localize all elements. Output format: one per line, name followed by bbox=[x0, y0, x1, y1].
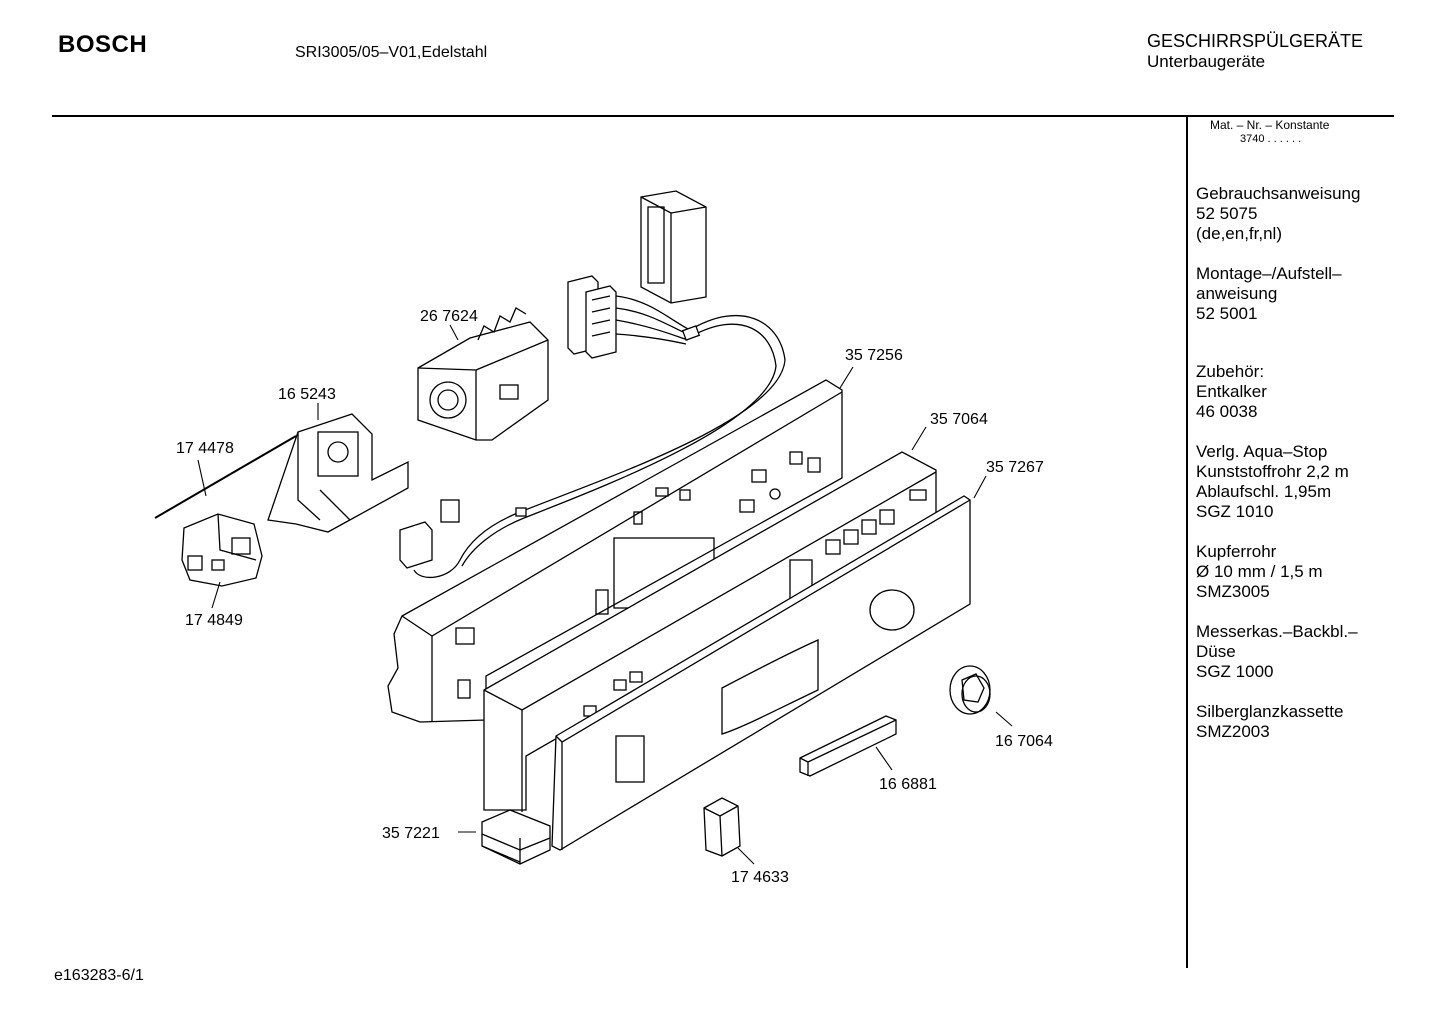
sidebar-line: Ø 10 mm / 1,5 m bbox=[1196, 562, 1323, 581]
sidebar-line: Montage–/Aufstell– bbox=[1196, 264, 1342, 283]
category-title: GESCHIRRSPÜLGERÄTE bbox=[1147, 31, 1364, 51]
sidebar-section-nozzle: Messerkas.–Backbl.– Düse SGZ 1000 bbox=[1196, 622, 1392, 682]
sidebar-line: Zubehör: bbox=[1196, 362, 1265, 381]
sidebar-section-installation: Montage–/Aufstell– anweisung 52 5001 bbox=[1196, 264, 1392, 324]
sidebar-line: (de,en,fr,nl) bbox=[1196, 224, 1282, 243]
sidebar: Mat. – Nr. – Konstante 3740 . . . . . . … bbox=[1196, 118, 1392, 742]
sidebar-line: Düse bbox=[1196, 642, 1236, 661]
category-subtitle: Unterbaugeräte bbox=[1147, 52, 1266, 71]
label-165243: 16 5243 bbox=[278, 386, 336, 403]
label-174478: 17 4478 bbox=[176, 440, 234, 457]
part-rod bbox=[154, 435, 297, 519]
label-357267: 35 7267 bbox=[986, 459, 1044, 476]
mat-number-value: 3740 . . . . . . bbox=[1240, 133, 1302, 145]
sidebar-line: 52 5001 bbox=[1196, 304, 1258, 323]
part-switch bbox=[181, 513, 263, 587]
label-357256: 35 7256 bbox=[845, 347, 903, 364]
part-push-buttons bbox=[481, 809, 551, 865]
part-clip bbox=[703, 797, 741, 857]
label-267624: 26 7624 bbox=[420, 308, 478, 325]
sidebar-line: SGZ 1000 bbox=[1196, 662, 1274, 681]
label-174633: 17 4633 bbox=[731, 869, 789, 886]
sidebar-section-silver-cassette: Silberglanzkassette SMZ2003 bbox=[1196, 702, 1392, 742]
sidebar-line: Ablaufschl. 1,95m bbox=[1196, 482, 1332, 501]
sidebar-line: 46 0038 bbox=[1196, 402, 1258, 421]
sidebar-line: Kunststoffrohr 2,2 m bbox=[1196, 462, 1349, 481]
label-357221: 35 7221 bbox=[382, 825, 440, 842]
sidebar-section-copper-pipe: Kupferrohr Ø 10 mm / 1,5 m SMZ3005 bbox=[1196, 542, 1392, 602]
sidebar-line: Verlg. Aqua–Stop bbox=[1196, 442, 1328, 461]
sidebar-divider bbox=[1186, 116, 1188, 968]
document-id: e163283-6/1 bbox=[54, 967, 144, 984]
brand-logo: BOSCH bbox=[58, 31, 148, 58]
sidebar-line: Gebrauchsanweisung bbox=[1196, 184, 1361, 203]
sidebar-line: SMZ2003 bbox=[1196, 722, 1270, 741]
part-wire-harness bbox=[399, 275, 786, 579]
label-357064: 35 7064 bbox=[930, 411, 988, 428]
exploded-parts-diagram: 26 7624 16 5243 17 4478 17 4849 35 7256 … bbox=[154, 190, 1053, 886]
part-knob bbox=[949, 665, 991, 715]
part-bracket bbox=[267, 413, 409, 533]
model-number: SRI3005/05–V01,Edelstahl bbox=[295, 44, 488, 61]
sidebar-line: 52 5075 bbox=[1196, 204, 1258, 223]
sidebar-line: Entkalker bbox=[1196, 382, 1267, 401]
mat-number-header: Mat. – Nr. – Konstante bbox=[1210, 118, 1330, 132]
sidebar-section-accessories: Zubehör: Entkalker 46 0038 bbox=[1196, 362, 1392, 422]
sidebar-section-manual: Gebrauchsanweisung 52 5075 (de,en,fr,nl) bbox=[1196, 184, 1392, 244]
sidebar-line: SMZ3005 bbox=[1196, 582, 1270, 601]
sidebar-line: SGZ 1010 bbox=[1196, 502, 1274, 521]
label-174849: 17 4849 bbox=[185, 612, 243, 629]
label-166881: 16 6881 bbox=[879, 776, 937, 793]
header-divider bbox=[52, 115, 1394, 117]
sidebar-line: anweisung bbox=[1196, 284, 1278, 303]
part-cover-box bbox=[640, 190, 707, 304]
sidebar-section-aquastop: Verlg. Aqua–Stop Kunststoffrohr 2,2 m Ab… bbox=[1196, 442, 1392, 522]
sidebar-line: Messerkas.–Backbl.– bbox=[1196, 622, 1358, 641]
label-167064: 16 7064 bbox=[995, 733, 1053, 750]
part-programme-selector bbox=[417, 307, 549, 441]
sidebar-line: Silberglanzkassette bbox=[1196, 702, 1344, 721]
sidebar-line: Kupferrohr bbox=[1196, 542, 1277, 561]
part-trim-strip bbox=[799, 715, 897, 777]
leader-lines bbox=[197, 324, 1013, 865]
part-front-panel bbox=[551, 495, 971, 851]
